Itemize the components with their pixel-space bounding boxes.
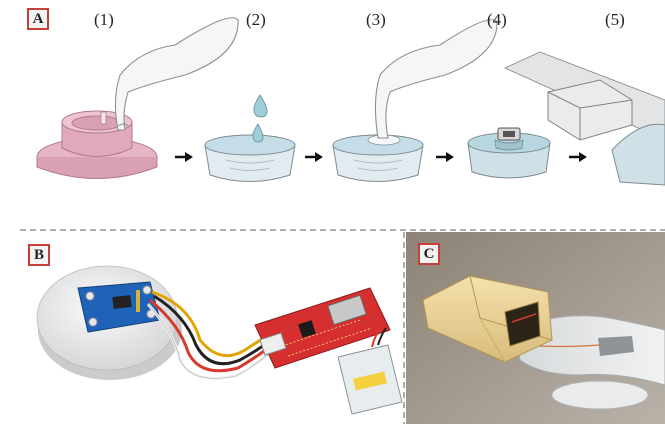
step-label-3: (3) [366,10,386,29]
panel-label-c: C [418,243,440,265]
pcb-board [254,287,391,369]
step3-dish-pour [332,19,498,182]
step-label-1: (1) [94,10,114,29]
step-label-2: (2) [246,10,266,29]
step2-dish [204,94,296,182]
step-label-5: (5) [605,10,625,29]
step1-mold [36,17,239,179]
arrow-right-icon [175,152,193,162]
arrow-right-icon [305,152,323,162]
step4-dish-sensor [467,127,551,179]
panel-label-b: B [28,244,50,266]
arrow-right-icon [569,152,587,162]
step-label-4: (4) [487,10,507,29]
sensor-board [77,281,161,333]
panel-label-a: A [27,8,49,30]
panel-c-photo [406,232,665,424]
step5-strap-housing [503,51,665,186]
battery [337,327,403,415]
panel-b-photo [36,265,403,415]
arrow-right-icon [436,152,454,162]
